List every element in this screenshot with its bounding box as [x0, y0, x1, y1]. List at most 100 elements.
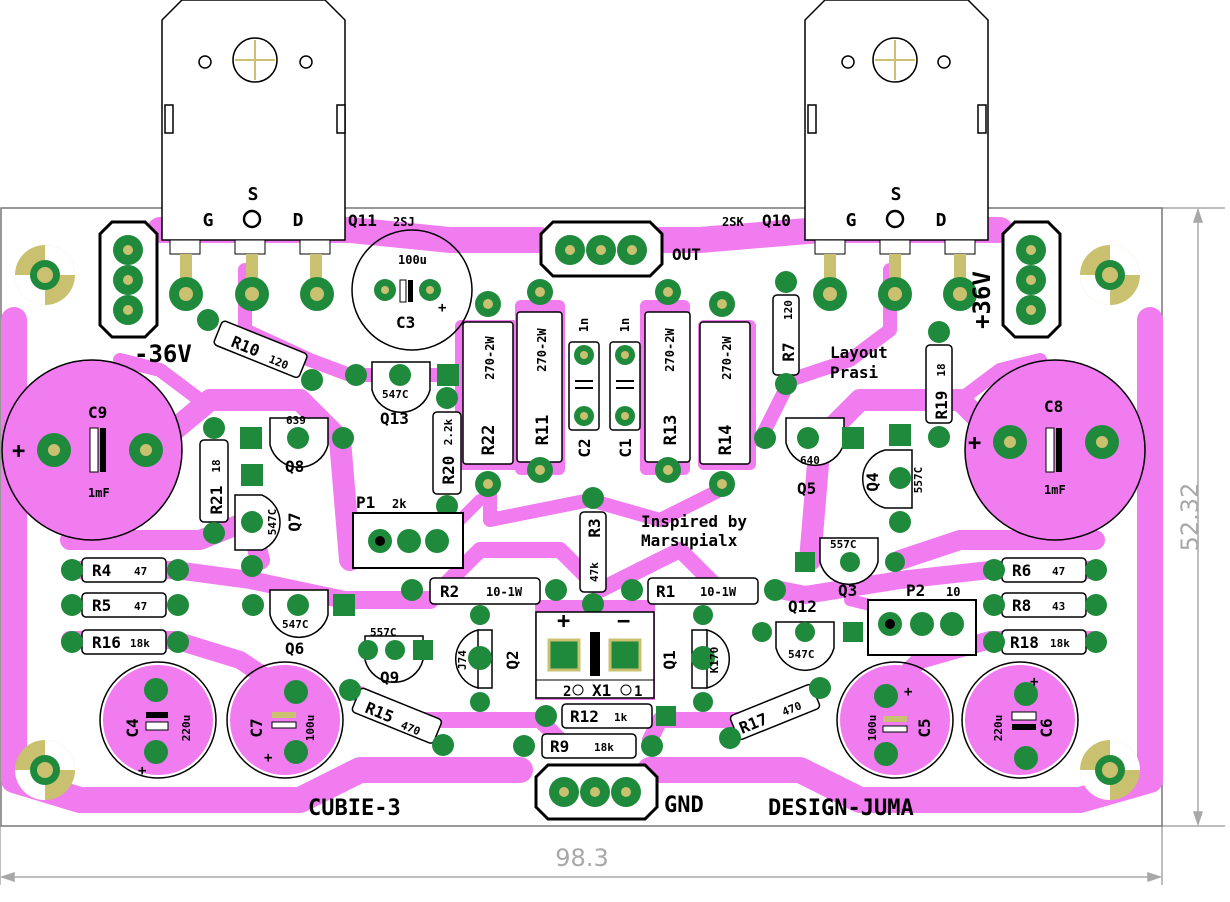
r2-ref: R2 — [440, 582, 459, 601]
r19-ref: R19 — [932, 391, 951, 420]
c2-value: 1n — [577, 318, 591, 332]
c3-capacitor — [351, 229, 473, 351]
q3-value: 557C — [830, 538, 857, 551]
q7-value: 547C — [266, 509, 279, 536]
r12-ref: R12 — [570, 707, 599, 726]
q2-value: J74 — [456, 650, 469, 670]
c6-capacitor — [961, 661, 1079, 779]
q10-ref: Q10 — [762, 211, 791, 230]
pos-rail-connector — [1001, 220, 1062, 339]
c7-ref: C7 — [247, 718, 266, 737]
q5-value: 640 — [800, 454, 820, 467]
height-dimension: 52.32 — [1176, 483, 1204, 552]
r15-pad-1 — [339, 679, 361, 701]
r10-resistor — [213, 320, 308, 379]
r2-value: 10-1W — [486, 585, 523, 599]
c9-value: 1mF — [88, 486, 110, 500]
c4-capacitor — [99, 661, 217, 779]
q5-transistor — [754, 417, 864, 467]
q6-value: 547C — [282, 618, 309, 631]
q8-ref: Q8 — [285, 457, 304, 476]
r19-value: 18 — [935, 363, 948, 376]
q3-ref: Q3 — [838, 581, 857, 600]
r9-resistor — [513, 733, 663, 759]
c8-capacitor — [964, 359, 1146, 541]
r15-pad-2 — [432, 734, 454, 756]
r7-value: 120 — [782, 300, 795, 320]
width-dimension: 98.3 — [555, 844, 608, 872]
r6-ref: R6 — [1012, 561, 1031, 580]
p1-trimmer — [352, 512, 464, 569]
r6-value: 47 — [1052, 565, 1065, 578]
q11-pin-s: S — [248, 184, 259, 205]
r2-resistor — [401, 577, 567, 605]
q4-ref: Q4 — [863, 472, 882, 491]
q8-value: 639 — [286, 414, 306, 427]
r8-ref: R8 — [1012, 596, 1031, 615]
q9-value: 557C — [370, 626, 397, 639]
q2-ref: Q2 — [503, 650, 522, 669]
x1-ref: X1 — [592, 681, 611, 700]
q7-transistor — [234, 464, 281, 577]
q4-value: 557C — [912, 467, 925, 494]
c6-polarity: + — [1030, 674, 1038, 690]
r4-resistor — [61, 557, 189, 583]
r16-resistor — [61, 629, 189, 655]
r11-ref: R11 — [533, 415, 553, 446]
r14-value: 270-2W — [720, 336, 734, 380]
r4-ref: R4 — [92, 561, 111, 580]
layout-note-line2: Prasi — [830, 363, 879, 382]
c7-capacitor — [226, 661, 344, 779]
c2-capacitor — [568, 341, 600, 431]
r17-pad-2 — [809, 677, 831, 699]
pos-rail-label: +36V — [968, 271, 996, 329]
r21-value: 18 — [210, 459, 223, 472]
c5-capacitor — [836, 661, 954, 779]
r5-ref: R5 — [92, 596, 111, 615]
r3-value: 47k — [588, 562, 601, 582]
x1-plus-label: + — [557, 609, 570, 634]
r18-value: 18k — [1050, 637, 1070, 650]
r22-value: 270-2W — [483, 336, 497, 380]
r1-resistor — [621, 577, 786, 605]
r10-pad-1 — [197, 309, 219, 331]
r16-value: 18k — [130, 637, 150, 650]
c5-ref: C5 — [915, 718, 934, 737]
r9-value: 18k — [594, 741, 614, 754]
q10-type: 2SK — [722, 215, 744, 229]
r20-resistor — [432, 387, 462, 517]
p1-ref: P1 — [356, 493, 375, 512]
layout-note-line1: Layout — [830, 343, 888, 362]
mount-hole-bottom-right — [1080, 740, 1140, 800]
q12-transistor — [752, 621, 863, 672]
q10-pin-s: S — [891, 184, 902, 205]
r11-resistor — [516, 279, 563, 483]
c3-polarity: + — [438, 300, 446, 316]
q13-value: 547C — [382, 388, 409, 401]
r17-pad-1 — [719, 727, 741, 749]
r11-value: 270-2W — [535, 328, 549, 372]
q6-transistor — [242, 589, 355, 639]
q5-ref: Q5 — [797, 479, 816, 498]
r18-ref: R18 — [1010, 633, 1039, 652]
dimension-lines — [0, 207, 1225, 885]
r5-resistor — [61, 592, 189, 618]
q3-transistor — [795, 537, 905, 586]
x1-minus-label: − — [617, 609, 630, 634]
mount-hole-bottom-left — [15, 740, 75, 800]
out-label: OUT — [672, 245, 701, 264]
c5-value: 100u — [866, 715, 879, 742]
q13-transistor — [345, 361, 459, 414]
q8-transistor — [240, 417, 354, 469]
board-designer: DESIGN-JUMA — [768, 796, 914, 821]
p2-trimmer — [867, 599, 977, 656]
q11-pin-d: D — [293, 210, 304, 231]
c8-polarity: + — [968, 431, 981, 456]
r3-ref: R3 — [585, 518, 604, 537]
c9-polarity: + — [12, 439, 25, 464]
c8-value: 1mF — [1044, 483, 1066, 497]
q10-pin-d: D — [936, 210, 947, 231]
r1-value: 10-1W — [700, 585, 737, 599]
p2-ref: P2 — [906, 581, 925, 600]
